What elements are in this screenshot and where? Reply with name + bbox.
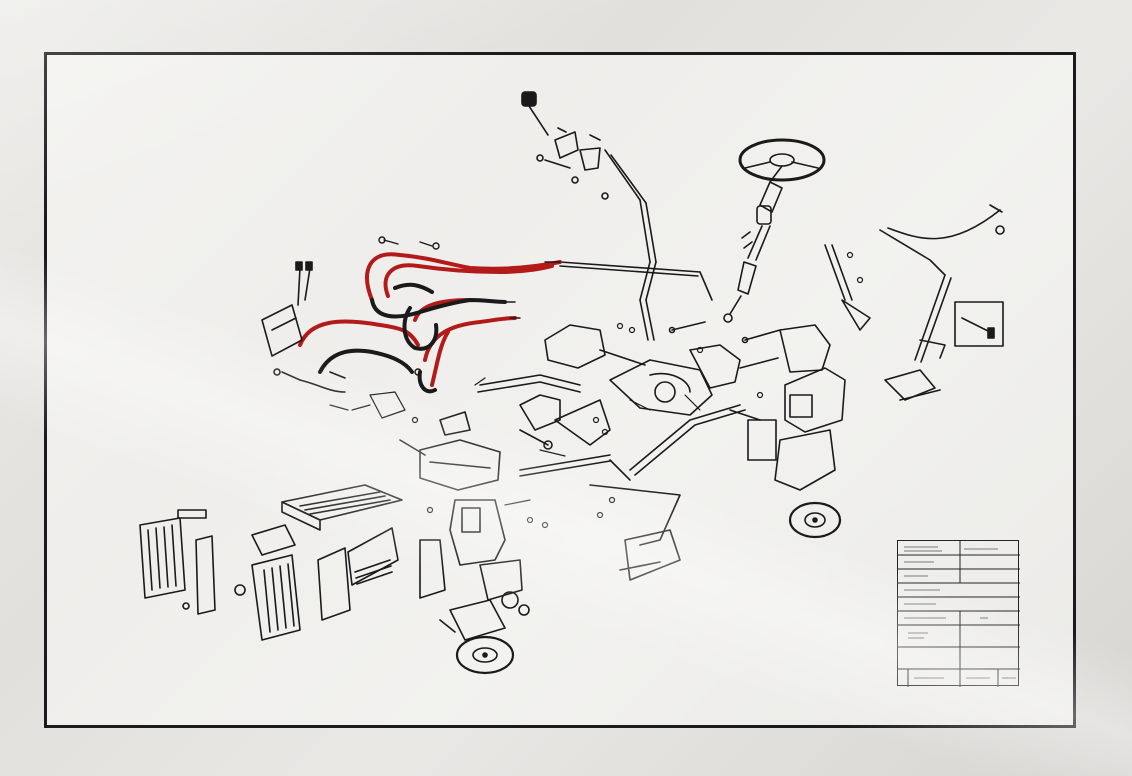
radiator-core xyxy=(139,509,216,615)
engine-block xyxy=(399,411,530,616)
brake-pedals xyxy=(824,204,1005,401)
radiator-grille xyxy=(234,524,301,641)
title-block xyxy=(897,540,1020,687)
detail-inset-box xyxy=(954,301,1004,347)
hose-fittings xyxy=(378,236,561,376)
grille-side-panel xyxy=(317,527,399,621)
gear-lever xyxy=(521,91,657,341)
front-axle-linkage xyxy=(477,374,746,581)
linkage-rod xyxy=(559,261,713,301)
control-valve-block xyxy=(261,261,346,393)
front-wheel-hub xyxy=(439,599,515,675)
right-final-drive xyxy=(729,367,846,539)
hydraulic-hoses-black xyxy=(318,282,507,394)
steering-column xyxy=(723,205,772,323)
steering-wheel xyxy=(738,138,826,213)
bonnet-panel xyxy=(281,484,403,531)
hydraulic-hoses-red xyxy=(298,252,562,387)
fasteners xyxy=(329,251,864,529)
rear-axle-housing xyxy=(544,321,831,416)
